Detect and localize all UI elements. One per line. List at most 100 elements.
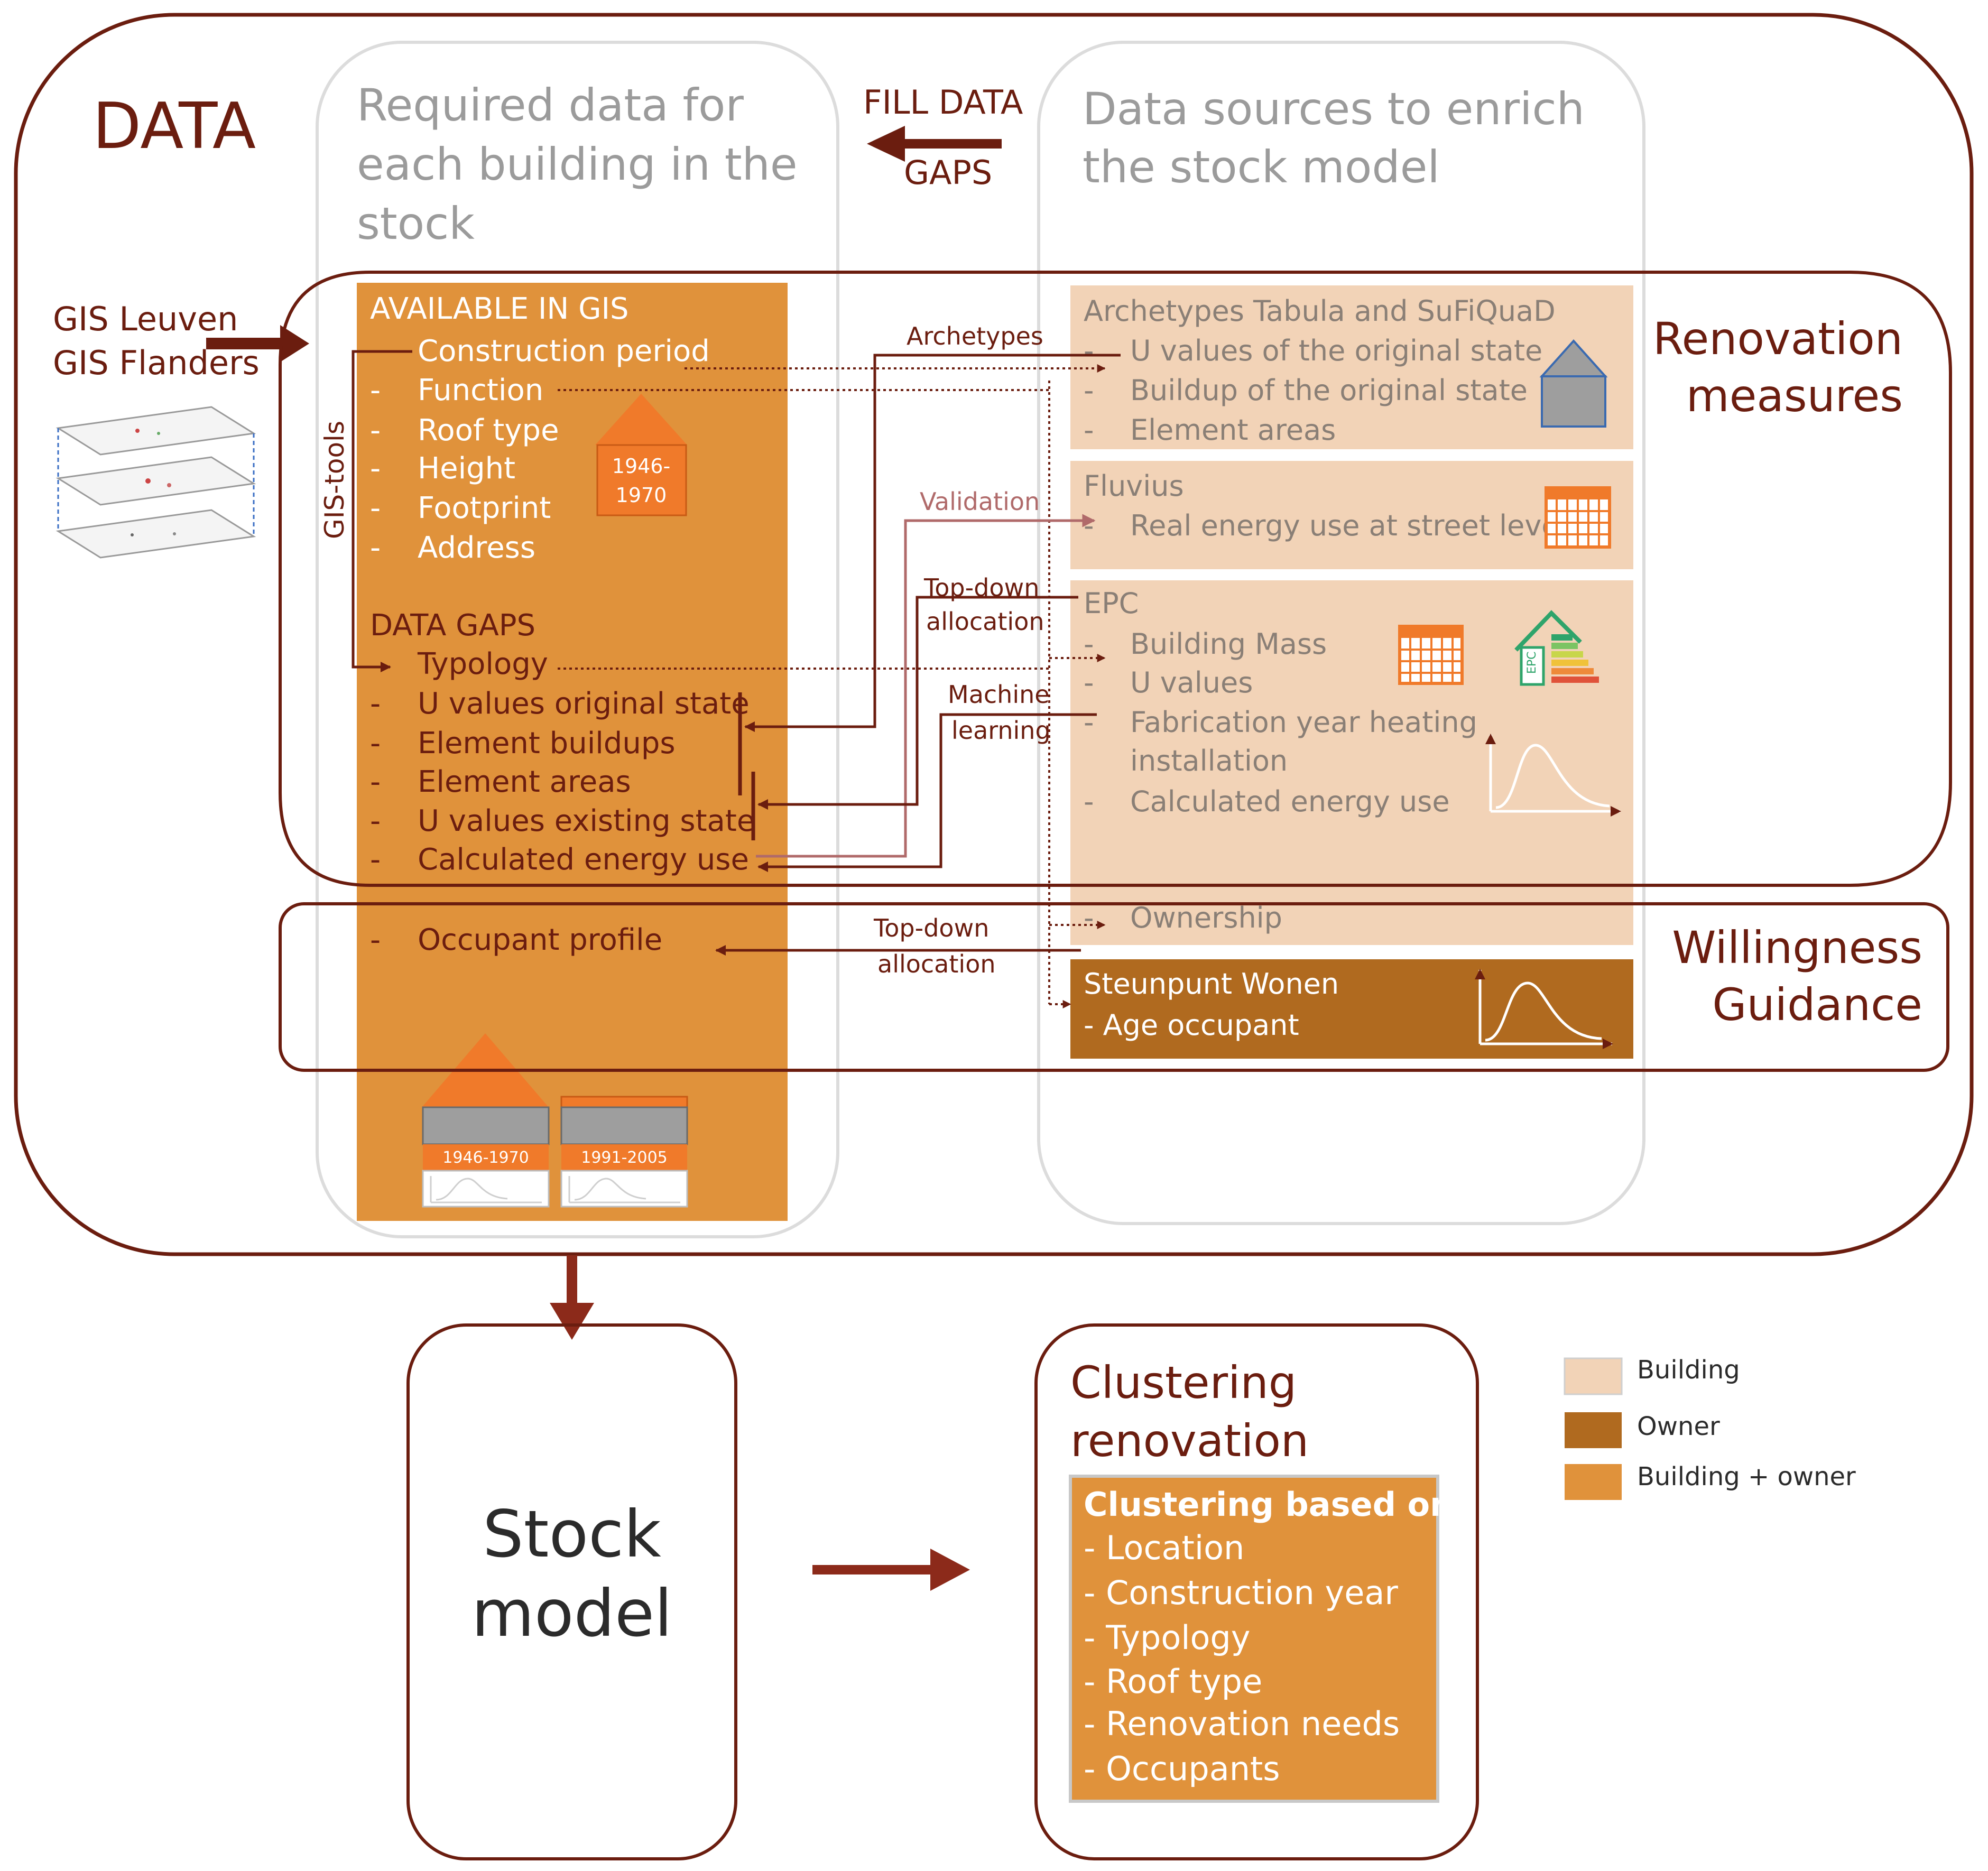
epc-heading: EPC: [1084, 587, 1139, 620]
renovation-measures-region: [279, 271, 1952, 887]
distribution-curve-icon: [1475, 969, 1613, 1049]
occupant-profile-item: Occupant profile: [418, 923, 662, 957]
legend-label: Building: [1637, 1355, 1740, 1385]
svg-text:-: -: [370, 842, 381, 877]
list-item: Element buildups: [418, 726, 676, 761]
fluvius-heading: Fluvius: [1084, 469, 1184, 503]
topdown-connector-label: allocation: [926, 607, 1044, 636]
required-data-title: stock: [357, 198, 475, 249]
ownership-item: Ownership: [1130, 901, 1282, 934]
data-title: DATA: [93, 90, 256, 163]
willingness-guidance-label: Guidance: [1712, 979, 1922, 1031]
available-in-gis-heading: AVAILABLE IN GIS: [370, 292, 629, 326]
building-profile-icon: 1991-2005: [560, 1096, 688, 1208]
list-item: Fabrication year heating: [1130, 706, 1477, 739]
building-period-label: 1946-1970: [442, 1148, 529, 1167]
clustering-title: renovation: [1070, 1415, 1309, 1467]
ml-connector-label: Machine: [948, 680, 1050, 709]
list-item: Building Mass: [1130, 627, 1327, 661]
required-data-panel: [316, 41, 839, 1238]
building-profile-icon: 1946-1970: [422, 1033, 550, 1208]
list-item: - Construction year: [1084, 1573, 1398, 1612]
svg-text:-: -: [1084, 334, 1094, 367]
list-item: U values existing state: [418, 804, 755, 838]
steunpunt-item: - Age occupant: [1084, 1008, 1299, 1042]
occupant-allocation-label: allocation: [877, 950, 996, 978]
topdown-connector: [757, 596, 1078, 810]
house-icon: 1946- 1970: [595, 394, 687, 516]
list-item: Typology: [417, 647, 548, 681]
list-item: - Occupants: [1084, 1749, 1280, 1788]
svg-text:-: -: [1084, 901, 1094, 934]
data-sources-title: the stock model: [1083, 141, 1440, 193]
steunpunt-heading: Steunpunt Wonen: [1084, 967, 1339, 1001]
svg-text:-: -: [370, 726, 381, 761]
list-item: Function: [418, 373, 543, 407]
willingness-guidance-region: [279, 902, 1949, 1072]
svg-text:-: -: [1084, 706, 1094, 739]
svg-text:-: -: [370, 451, 381, 486]
legend-swatch: [1565, 1412, 1622, 1448]
distribution-curve-icon: [1485, 734, 1621, 817]
svg-text:-: -: [370, 531, 381, 565]
archetypes-source-box: [1070, 285, 1633, 449]
archetypes-connector-label: Archetypes: [907, 322, 1043, 350]
stock-model-label: model: [471, 1576, 672, 1651]
list-item: U values: [1130, 666, 1253, 699]
clustering-heading: Clustering based on:: [1084, 1485, 1466, 1524]
validation-connector: [756, 514, 1096, 858]
clustering-title: Clustering: [1070, 1357, 1297, 1409]
building-owner-column: [357, 283, 788, 1221]
svg-text:-: -: [370, 923, 381, 957]
list-item: Height: [418, 451, 515, 486]
house-period-label: 1946-: [612, 455, 670, 478]
list-item: - Location: [1084, 1529, 1244, 1567]
stock-model-box: [406, 1323, 737, 1860]
steunpunt-source-box: [1070, 959, 1633, 1059]
data-gaps-heading: DATA GAPS: [370, 608, 535, 643]
epc-label-icon: EPC: [1514, 610, 1599, 686]
calendar-grid-icon: [1398, 625, 1464, 685]
topdown-connector-label: Top-down: [923, 573, 1039, 602]
list-item: Address: [418, 531, 535, 565]
archetypes-heading: Archetypes Tabula and SuFiQuaD: [1084, 294, 1556, 328]
data-region: [14, 13, 1974, 1256]
right-arrow-icon: [812, 1549, 970, 1591]
list-item: Real energy use at street level: [1130, 509, 1567, 542]
data-sources-panel: [1037, 41, 1645, 1225]
fluvius-source-box: [1070, 461, 1633, 569]
fill-gaps-arrow-icon: [867, 126, 1002, 162]
list-item: Roof type: [418, 413, 559, 448]
svg-text:-: -: [1084, 785, 1094, 818]
occupant-allocation-label: Top-down: [873, 914, 989, 942]
svg-text:-: -: [370, 413, 381, 448]
gis-map-layers-icon: [56, 406, 256, 559]
svg-text:-: -: [370, 373, 381, 407]
stock-model-label: Stock: [483, 1497, 661, 1572]
gis-input-arrow-icon: [206, 325, 309, 362]
willingness-guidance-label: Willingness: [1672, 922, 1922, 974]
renovation-measures-label: Renovation: [1653, 313, 1903, 365]
house-period-label: 1970: [616, 484, 667, 507]
list-item: U values of the original state: [1130, 334, 1542, 367]
fill-data-gaps-label: FILL DATA: [863, 83, 1023, 122]
house-icon: [1539, 339, 1608, 428]
list-item: Calculated energy use: [1130, 785, 1450, 818]
svg-text:-: -: [370, 687, 381, 721]
list-item: - Roof type: [1084, 1662, 1262, 1701]
svg-text:-: -: [370, 765, 381, 799]
svg-text:-: -: [1084, 374, 1094, 407]
clustering-criteria-box: [1069, 1475, 1439, 1803]
building-period-label: 1991-2005: [581, 1148, 668, 1167]
legend-swatch: [1565, 1464, 1622, 1500]
list-item: Construction period: [418, 334, 710, 368]
svg-text:-: -: [370, 491, 381, 525]
data-gaps-list: Typology - U values original state - Ele…: [370, 647, 755, 957]
list-item: U values original state: [418, 687, 750, 721]
clustering-box: [1034, 1323, 1479, 1860]
gis-leuven-label: GIS Leuven: [53, 300, 238, 338]
gis-flanders-label: GIS Flanders: [53, 344, 260, 382]
list-item: installation: [1130, 744, 1288, 777]
list-item: - Renovation needs: [1084, 1705, 1400, 1743]
